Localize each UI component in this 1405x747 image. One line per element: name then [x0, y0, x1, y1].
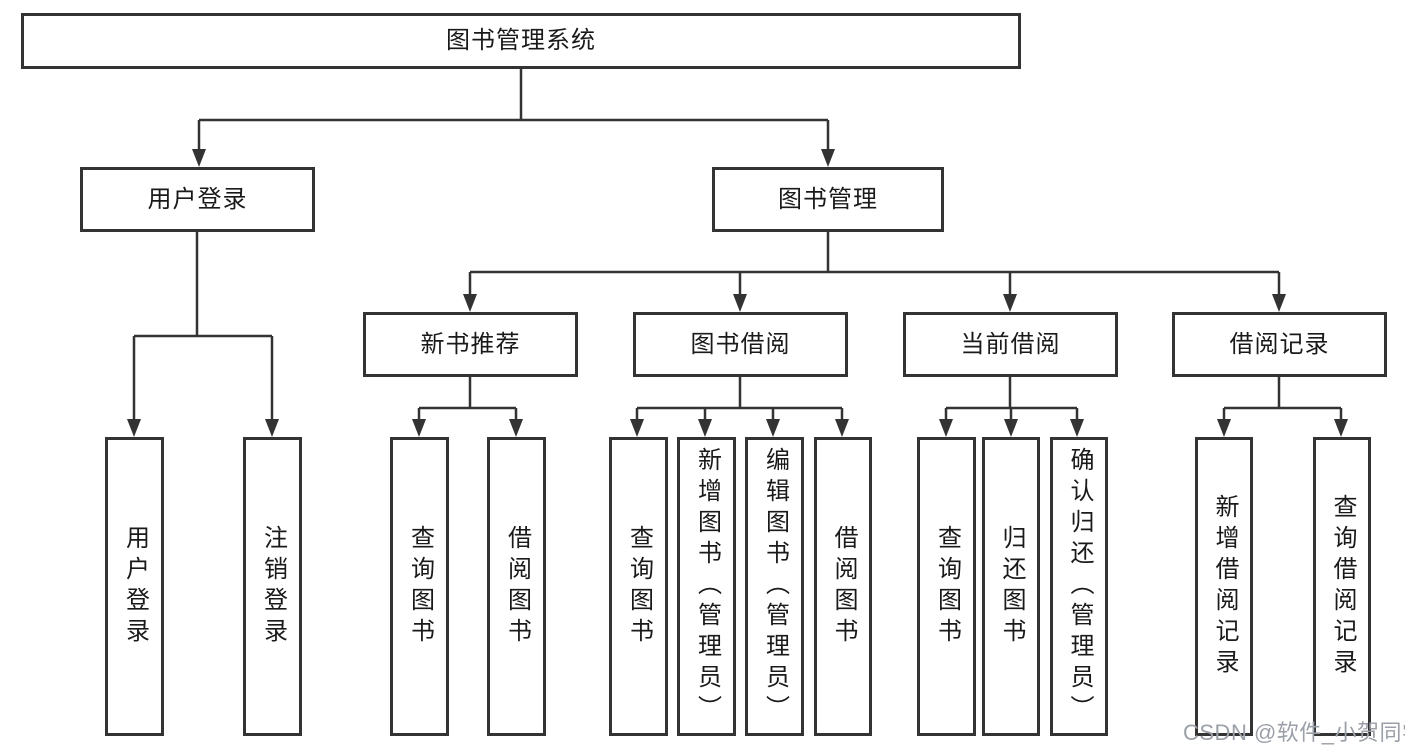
node-label: 归还图书 — [998, 524, 1025, 649]
node-current-borrow: 当前借阅 — [903, 312, 1118, 377]
leaf-add-books-admin: 新增图书（管理员） — [677, 437, 736, 736]
leaf-query-borrow-record: 查询借阅记录 — [1313, 437, 1371, 736]
node-borrow-records: 借阅记录 — [1172, 312, 1387, 377]
arrowhead-icon — [733, 294, 747, 312]
node-label: 图书管理系统 — [446, 27, 596, 54]
arrowhead-icon — [1217, 419, 1231, 437]
node-label: 用户登录 — [147, 185, 248, 213]
node-label: 确认归还（管理员） — [1066, 447, 1093, 726]
arrowhead-icon — [1003, 294, 1017, 312]
node-book-management: 图书管理 — [712, 167, 944, 232]
csdn-watermark: CSDN @软件_小贺同学 — [1183, 720, 1405, 745]
arrowhead-icon — [1070, 419, 1084, 437]
arrowhead-icon — [630, 419, 644, 437]
node-label: 新增图书（管理员） — [693, 447, 721, 726]
arrowhead-icon — [412, 419, 426, 437]
node-label: 查询借阅记录 — [1329, 493, 1356, 680]
node-label: 借阅记录 — [1229, 330, 1330, 358]
leaf-borrow-books: 借阅图书 — [814, 437, 872, 736]
node-label: 当前借阅 — [960, 330, 1061, 358]
node-new-book-recommend: 新书推荐 — [363, 312, 578, 377]
node-label: 用户登录 — [121, 524, 149, 649]
node-label: 查询图书 — [933, 524, 961, 649]
arrowhead-icon — [939, 419, 953, 437]
node-label: 图书借阅 — [690, 330, 791, 358]
arrowhead-icon — [265, 419, 279, 437]
node-label: 图书管理 — [778, 185, 878, 213]
arrowhead-icon — [698, 419, 712, 437]
leaf-confirm-return-admin: 确认归还（管理员） — [1050, 437, 1108, 736]
arrowhead-icon — [192, 149, 206, 167]
arrowhead-icon — [509, 419, 523, 437]
node-book-borrow: 图书借阅 — [633, 312, 848, 377]
node-label: 查询图书 — [625, 524, 653, 649]
arrowhead-icon — [1272, 294, 1286, 312]
node-label: 新增借阅记录 — [1211, 493, 1238, 680]
leaf-return-books: 归还图书 — [982, 437, 1040, 736]
node-library-system: 图书管理系统 — [21, 13, 1021, 69]
connector-path — [132, 69, 1343, 424]
leaf-query-books-borrow: 查询图书 — [609, 437, 668, 736]
leaf-query-books-recommend: 查询图书 — [390, 437, 449, 736]
node-label: 编辑图书（管理员） — [761, 447, 789, 726]
arrowhead-icon — [821, 149, 835, 167]
leaf-user-login: 用户登录 — [105, 437, 164, 736]
leaf-borrow-books-recommend: 借阅图书 — [487, 437, 546, 736]
node-user-login: 用户登录 — [80, 167, 315, 232]
leaf-edit-books-admin: 编辑图书（管理员） — [745, 437, 804, 736]
arrowhead-icon — [463, 294, 477, 312]
arrowhead-icon — [127, 419, 141, 437]
node-label: 借阅图书 — [830, 524, 857, 649]
leaf-query-books-current: 查询图书 — [917, 437, 976, 736]
node-label: 新书推荐 — [420, 330, 521, 358]
node-label: 借阅图书 — [503, 524, 531, 649]
node-label: 查询图书 — [406, 524, 434, 649]
node-label: 注销登录 — [259, 524, 287, 649]
arrowhead-icon — [1004, 419, 1018, 437]
leaf-logout: 注销登录 — [243, 437, 302, 736]
arrowhead-icon — [835, 419, 849, 437]
arrowhead-icon — [766, 419, 780, 437]
arrowhead-icon — [1334, 419, 1348, 437]
leaf-add-borrow-record: 新增借阅记录 — [1195, 437, 1253, 736]
